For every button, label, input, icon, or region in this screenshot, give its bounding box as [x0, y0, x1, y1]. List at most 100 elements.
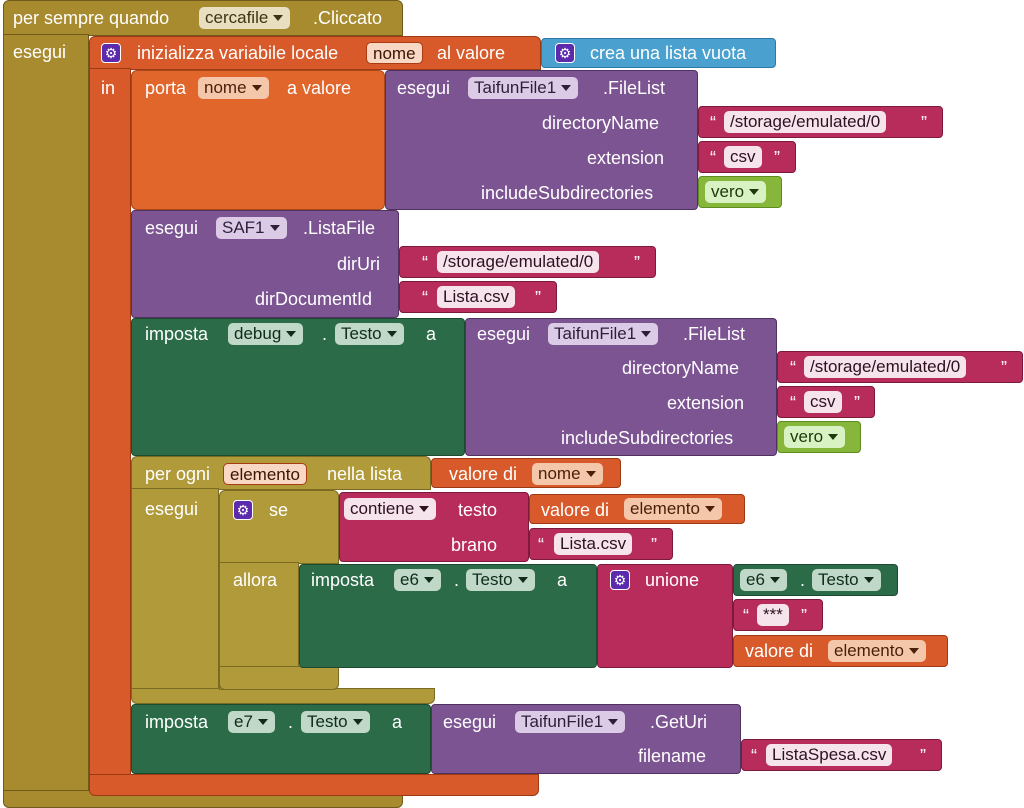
dot-separator: . [288, 712, 294, 732]
component-dropdown-taifunfile1[interactable]: TaifunFile1 [515, 711, 626, 733]
variable-dropdown-nome[interactable]: nome [532, 463, 603, 485]
quote-close: ” [651, 535, 657, 555]
property-dropdown-testo[interactable]: Testo [335, 323, 404, 345]
set-property-label: imposta [145, 712, 209, 732]
set-property-label: imposta [311, 570, 375, 590]
variable-dropdown-nome[interactable]: nome [198, 77, 269, 99]
method-name: .FileList [683, 324, 746, 344]
init-in-label: in [101, 78, 116, 98]
loop-variable-field[interactable]: elemento [223, 463, 307, 485]
quote-close: ” [854, 393, 860, 413]
foreach-do-label: esegui [145, 499, 199, 519]
param-dirdocumentid: dirDocumentId [255, 289, 373, 309]
param-filename: filename [638, 746, 707, 766]
quote-open: “ [422, 288, 428, 308]
mutator-gear-icon[interactable]: ⚙ [610, 570, 630, 590]
string-value-dir[interactable]: /storage/emulated/0 [804, 356, 967, 378]
method-name: .ListaFile [303, 218, 376, 238]
quote-open: “ [538, 535, 544, 555]
if-label: se [269, 500, 289, 520]
variable-dropdown-elemento[interactable]: elemento [828, 640, 926, 662]
param-includesubdirectories: includeSubdirectories [561, 428, 734, 448]
set-property-label: imposta [145, 324, 209, 344]
quote-open: “ [710, 148, 716, 168]
variable-name-field[interactable]: nome [366, 42, 423, 64]
call-do-label: esegui [443, 712, 497, 732]
string-value-stars[interactable]: *** [757, 604, 789, 626]
foreach-bottom [131, 688, 435, 704]
property-dropdown-testo[interactable]: Testo [812, 569, 881, 591]
property-dropdown-testo[interactable]: Testo [301, 711, 370, 733]
event-prefix: per sempre quando [13, 8, 170, 28]
set-variable-label: porta [145, 78, 187, 98]
mutator-gear-icon[interactable]: ⚙ [101, 43, 121, 63]
quote-close: ” [801, 606, 807, 626]
string-value-docid[interactable]: Lista.csv [437, 286, 516, 308]
param-directoryname: directoryName [542, 113, 660, 133]
method-name: .GetUri [650, 712, 708, 732]
string-value-ext[interactable]: csv [724, 146, 762, 168]
quote-open: “ [743, 606, 749, 626]
param-extension: extension [587, 148, 665, 168]
quote-open: “ [790, 358, 796, 378]
component-dropdown-taifunfile1[interactable]: TaifunFile1 [468, 77, 579, 99]
mutator-gear-icon[interactable]: ⚙ [233, 500, 253, 520]
property-dropdown-testo[interactable]: Testo [466, 569, 535, 591]
contains-piece-label: brano [451, 535, 498, 555]
boolean-dropdown-vero[interactable]: vero [705, 181, 767, 203]
get-variable-label: valore di [541, 500, 610, 520]
boolean-dropdown-vero[interactable]: vero [784, 426, 846, 448]
set-property-to: a [392, 712, 403, 732]
empty-list-label: crea una lista vuota [590, 43, 747, 63]
mutator-gear-icon[interactable]: ⚙ [555, 43, 575, 63]
contains-text-label: testo [458, 500, 498, 520]
param-directoryname: directoryName [622, 358, 740, 378]
component-dropdown-taifunfile1[interactable]: TaifunFile1 [548, 323, 659, 345]
set-variable-to: a valore [287, 78, 352, 98]
dot-separator: . [800, 570, 806, 590]
set-e7-block[interactable] [131, 704, 431, 774]
dot-separator: . [322, 324, 328, 344]
event-do-label: esegui [13, 42, 67, 62]
string-value-piece[interactable]: Lista.csv [554, 533, 633, 555]
empty-list-block[interactable] [541, 38, 776, 68]
init-local-bottom [89, 774, 539, 796]
call-do-label: esegui [145, 218, 199, 238]
variable-dropdown-elemento[interactable]: elemento [624, 498, 722, 520]
join-label: unione [645, 570, 700, 590]
string-value-dir[interactable]: /storage/emulated/0 [724, 111, 887, 133]
string-value-filename[interactable]: ListaSpesa.csv [766, 744, 893, 766]
component-dropdown-saf1[interactable]: SAF1 [216, 217, 287, 239]
quote-open: “ [710, 113, 716, 133]
component-dropdown-e7[interactable]: e7 [228, 711, 275, 733]
component-dropdown-e6[interactable]: e6 [740, 569, 787, 591]
call-do-label: esegui [397, 78, 451, 98]
string-value-ext[interactable]: csv [804, 391, 842, 413]
param-extension: extension [667, 393, 745, 413]
init-to-label: al valore [437, 43, 506, 63]
get-variable-label: valore di [449, 464, 518, 484]
quote-open: “ [751, 746, 757, 766]
set-property-to: a [557, 570, 568, 590]
init-local-label: inizializza variabile locale [137, 43, 339, 63]
component-dropdown-debug[interactable]: debug [228, 323, 304, 345]
foreach-spine [131, 488, 219, 694]
component-dropdown-e6[interactable]: e6 [394, 569, 441, 591]
get-variable-label: valore di [745, 641, 814, 661]
quote-close: ” [1001, 358, 1007, 378]
if-bottom [219, 666, 339, 690]
init-local-block[interactable] [89, 36, 541, 70]
quote-close: ” [921, 113, 927, 133]
quote-open: “ [790, 393, 796, 413]
dot-separator: . [454, 570, 460, 590]
string-value-diruri[interactable]: /storage/emulated/0 [437, 251, 600, 273]
call-do-label: esegui [477, 324, 531, 344]
set-e6-block[interactable] [299, 564, 597, 668]
then-label: allora [233, 570, 278, 590]
init-local-spine [89, 68, 131, 776]
quote-close: ” [920, 746, 926, 766]
quote-close: ” [634, 253, 640, 273]
set-property-to: a [426, 324, 437, 344]
contains-op-dropdown[interactable]: contiene [344, 498, 437, 520]
component-dropdown-cercafile[interactable]: cercafile [199, 7, 291, 29]
